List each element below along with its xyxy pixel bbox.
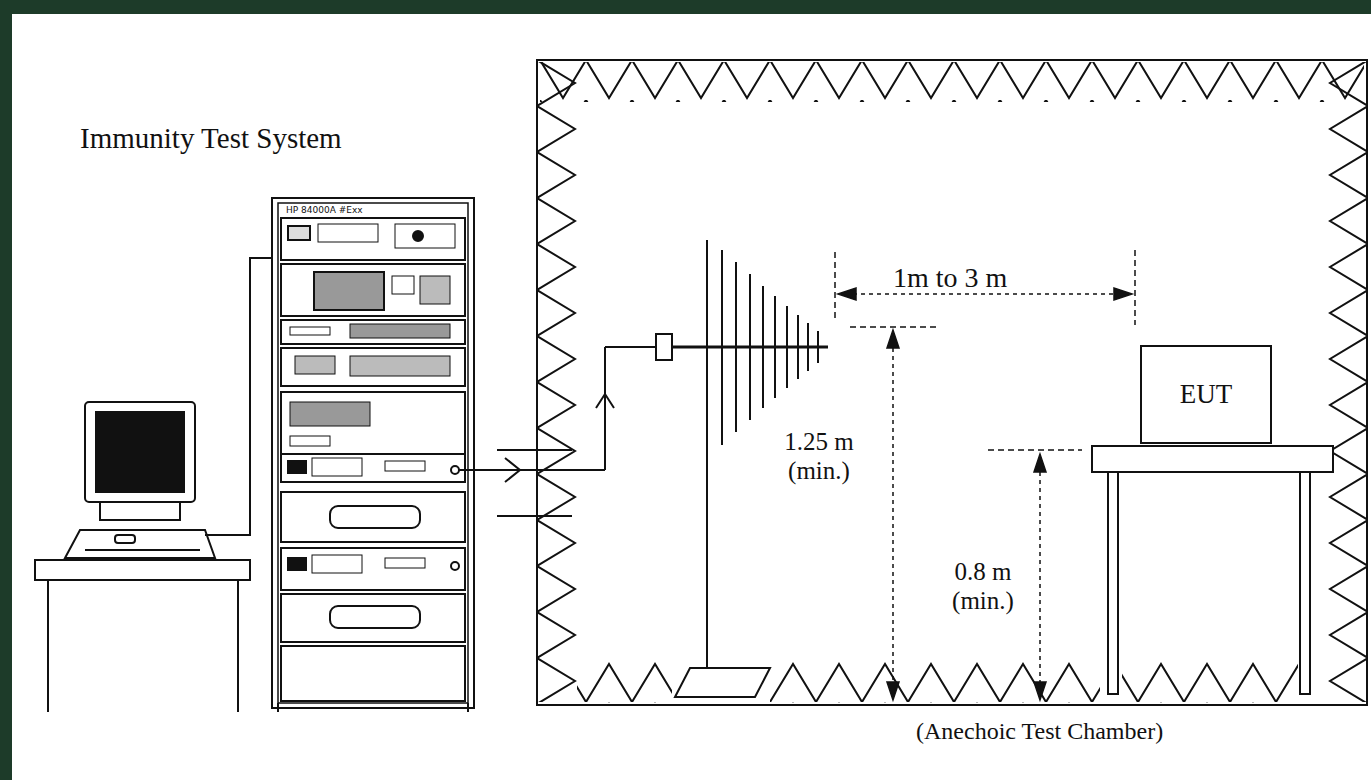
system-title: Immunity Test System <box>80 122 342 155</box>
eut-box: EUT <box>1140 345 1272 444</box>
rack-model-label: HP 84000A #Exx <box>286 205 363 215</box>
antenna-height-dimension: 1.25 m (min.) <box>773 428 865 486</box>
control-cable <box>205 258 272 535</box>
eut-table <box>1092 446 1333 694</box>
node-text: EUT <box>1180 379 1232 410</box>
equipment-rack <box>272 198 474 712</box>
dimension-lines <box>835 250 1135 700</box>
distance-dimension: 1m to 3 m <box>893 262 1007 294</box>
computer-workstation <box>35 402 250 712</box>
table-height-dimension: 0.8 m (min.) <box>942 558 1024 616</box>
anechoic-chamber <box>537 60 1368 705</box>
chamber-caption: (Anechoic Test Chamber) <box>916 718 1163 746</box>
